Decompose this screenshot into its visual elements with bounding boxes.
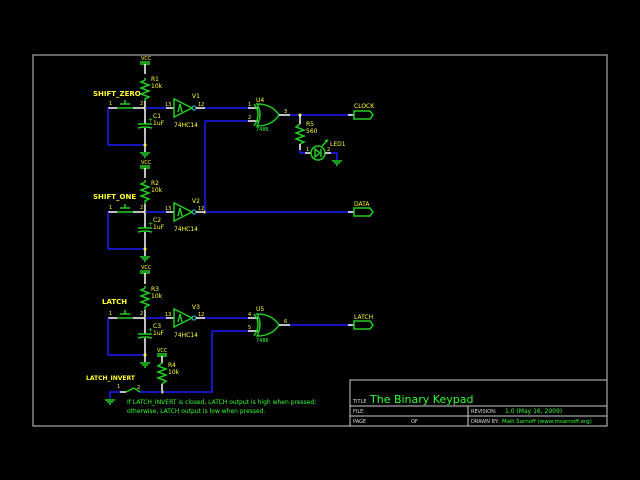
sheet-border bbox=[32, 54, 608, 427]
ground-symbol bbox=[140, 152, 150, 158]
svg-text:U4: U4 bbox=[256, 97, 264, 104]
inverter-v1: 13 12 V1 74HC14 bbox=[165, 93, 205, 129]
svg-text:3: 3 bbox=[284, 109, 287, 115]
port-data: DATA bbox=[348, 201, 374, 217]
svg-text:10k: 10k bbox=[151, 187, 163, 194]
svg-text:C2: C2 bbox=[153, 217, 161, 224]
of-label: OF bbox=[411, 419, 418, 425]
resistor-r5: R5 560 bbox=[293, 115, 318, 150]
svg-text:2: 2 bbox=[140, 101, 143, 107]
svg-text:1: 1 bbox=[109, 205, 112, 211]
latch-block: VCC R3 10k LATCH 1 2 C3 1uF + 13 12 bbox=[102, 265, 205, 368]
svg-text:V2: V2 bbox=[192, 198, 200, 205]
svg-text:LATCH: LATCH bbox=[354, 314, 373, 321]
shift-zero-label: SHIFT_ZERO bbox=[93, 90, 141, 98]
shift-zero-block: VCC R1 10k SHIFT_ZERO 1 2 bbox=[93, 56, 248, 158]
svg-text:+: + bbox=[148, 327, 153, 334]
svg-text:U5: U5 bbox=[256, 306, 264, 313]
latch-label: LATCH bbox=[102, 298, 127, 306]
svg-text:2: 2 bbox=[137, 385, 140, 391]
svg-text:6: 6 bbox=[284, 319, 287, 325]
led-led1: 1 2 LED1 bbox=[305, 139, 346, 161]
latch-invert-label: LATCH_INVERT bbox=[86, 375, 136, 382]
svg-text:7486: 7486 bbox=[256, 127, 269, 133]
ground-symbol bbox=[105, 399, 115, 405]
switch-shift-zero: SHIFT_ZERO 1 2 bbox=[93, 90, 145, 109]
svg-text:VCC: VCC bbox=[141, 265, 152, 271]
svg-text:13: 13 bbox=[165, 206, 171, 212]
svg-text:R5: R5 bbox=[306, 121, 314, 128]
revision-value: 1.0 (May 16, 2009) bbox=[505, 408, 562, 415]
drawn-by-value: Matt Sarnoff (www.msarnoff.org) bbox=[502, 419, 592, 425]
svg-text:1: 1 bbox=[117, 384, 120, 390]
revision-label: REVISION: bbox=[471, 409, 497, 415]
svg-text:VCC: VCC bbox=[157, 348, 168, 354]
svg-text:2: 2 bbox=[140, 205, 143, 211]
shift-one-label: SHIFT_ONE bbox=[93, 193, 136, 201]
note-line-1: If LATCH_INVERT is closed, LATCH output … bbox=[127, 399, 316, 406]
svg-text:74HC14: 74HC14 bbox=[174, 122, 198, 129]
svg-text:V3: V3 bbox=[192, 304, 200, 311]
svg-text:VCC: VCC bbox=[141, 160, 152, 166]
vcc-symbol: VCC bbox=[140, 56, 152, 74]
drawn-by-label: DRAWN BY: bbox=[471, 419, 499, 425]
title-value: The Binary Keypad bbox=[369, 393, 473, 406]
svg-text:560: 560 bbox=[306, 128, 318, 135]
resistor-r4: VCC R4 10k bbox=[155, 348, 180, 392]
svg-text:2: 2 bbox=[248, 115, 251, 121]
svg-text:1: 1 bbox=[248, 102, 251, 108]
svg-text:12: 12 bbox=[198, 206, 204, 212]
svg-text:R3: R3 bbox=[151, 286, 159, 293]
title-label: TITLE bbox=[352, 399, 367, 405]
svg-text:1: 1 bbox=[306, 147, 309, 153]
svg-text:13: 13 bbox=[165, 312, 171, 318]
r1-value: 10k bbox=[151, 83, 163, 90]
svg-text:1uF: 1uF bbox=[153, 120, 165, 127]
svg-text:13: 13 bbox=[165, 102, 171, 108]
svg-text:74HC14: 74HC14 bbox=[174, 332, 198, 339]
svg-text:V1: V1 bbox=[192, 93, 200, 100]
page-label: PAGE bbox=[353, 419, 366, 425]
switch-latch-invert: LATCH_INVERT 1 2 bbox=[86, 375, 162, 393]
svg-text:+: + bbox=[148, 221, 153, 228]
svg-text:DATA: DATA bbox=[354, 201, 370, 208]
svg-text:10k: 10k bbox=[151, 293, 163, 300]
ground-symbol bbox=[332, 160, 342, 166]
svg-text:12: 12 bbox=[198, 312, 204, 318]
port-latch: LATCH bbox=[348, 314, 374, 330]
port-clock: CLOCK bbox=[348, 103, 375, 120]
svg-text:+: + bbox=[148, 117, 153, 124]
svg-text:2: 2 bbox=[327, 147, 330, 153]
capacitor-c1: C1 1uF + bbox=[137, 108, 165, 145]
xor-gate-u5: 4 5 6 U5 7486 bbox=[248, 306, 290, 344]
svg-text:4: 4 bbox=[248, 312, 251, 318]
xor-gate-u4: 1 2 3 U4 7486 bbox=[248, 97, 290, 133]
svg-text:2: 2 bbox=[140, 311, 143, 317]
svg-text:C1: C1 bbox=[153, 113, 161, 120]
svg-text:1uF: 1uF bbox=[153, 330, 165, 337]
resistor-r1: R1 10k bbox=[138, 76, 163, 107]
svg-text:R2: R2 bbox=[151, 180, 159, 187]
svg-text:1: 1 bbox=[109, 101, 112, 107]
svg-text:12: 12 bbox=[198, 102, 204, 108]
svg-text:C3: C3 bbox=[153, 323, 161, 330]
svg-text:1: 1 bbox=[109, 311, 112, 317]
file-label: FILE: bbox=[353, 409, 365, 415]
svg-text:CLOCK: CLOCK bbox=[354, 103, 375, 110]
svg-text:10k: 10k bbox=[168, 369, 180, 376]
r1-ref: R1 bbox=[151, 76, 159, 83]
vcc-label: VCC bbox=[141, 56, 152, 62]
shift-one-block: VCC R2 10k SHIFT_ONE 1 2 C2 1uF + 13 bbox=[93, 160, 205, 262]
svg-text:LED1: LED1 bbox=[330, 141, 346, 148]
svg-text:7486: 7486 bbox=[256, 338, 269, 344]
note-line-2: otherwise, LATCH output is low when pres… bbox=[127, 408, 265, 415]
svg-text:74HC14: 74HC14 bbox=[174, 226, 198, 233]
svg-text:1uF: 1uF bbox=[153, 224, 165, 231]
title-block: TITLE The Binary Keypad FILE: PAGE OF RE… bbox=[349, 379, 608, 427]
svg-text:5: 5 bbox=[248, 325, 251, 331]
svg-text:R4: R4 bbox=[168, 362, 176, 369]
